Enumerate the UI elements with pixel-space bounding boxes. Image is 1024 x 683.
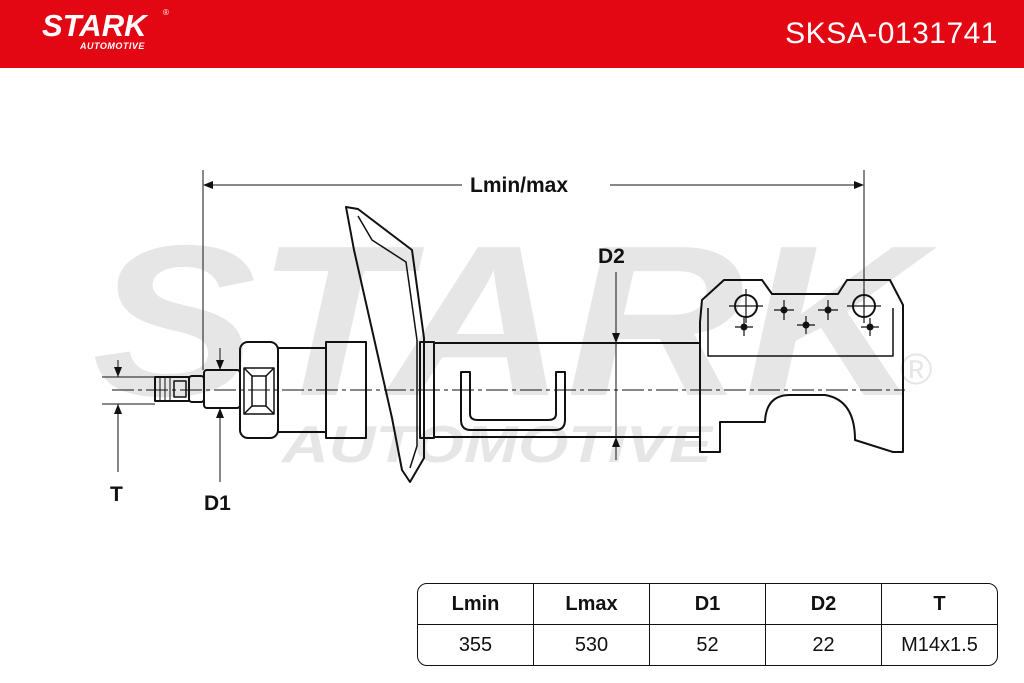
shock-absorber-drawing: STARK AUTOMOTIVE ®: [92, 170, 938, 515]
label-t: T: [110, 483, 123, 506]
spec-header-d2: D2: [766, 584, 882, 625]
spec-header-t: T: [882, 584, 997, 625]
spec-value-t: M14x1.5: [901, 633, 978, 656]
spec-value-lmax: 530: [534, 625, 650, 665]
watermark-registered: ®: [900, 345, 932, 394]
label-lmin-max: Lmin/max: [470, 174, 568, 197]
spec-value-row: 355 530 52 22 M14x1.5: [418, 625, 997, 665]
watermark-text: STARK: [92, 200, 938, 441]
spec-table: Lmin Lmax D1 D2 T 355 530 52 22 M14x1.5: [417, 583, 998, 666]
watermark: STARK AUTOMOTIVE ®: [92, 200, 938, 474]
hose-bracket: [460, 371, 566, 431]
brand-logo: STARK AUTOMOTIVE: [42, 10, 146, 51]
spec-header-row: Lmin Lmax D1 D2 T: [418, 584, 997, 625]
spec-value-d1: 52: [650, 625, 766, 665]
registered-mark: ®: [163, 8, 169, 17]
brand-name: STARK: [42, 8, 147, 43]
part-number: SKSA-0131741: [785, 17, 998, 50]
spec-value-lmin: 355: [418, 625, 534, 665]
label-d2: D2: [598, 245, 625, 268]
header-bar: STARK AUTOMOTIVE ® SKSA-0131741: [0, 0, 1024, 68]
watermark-sub: AUTOMOTIVE: [280, 416, 714, 474]
spec-header-lmin: Lmin: [418, 584, 534, 625]
spec-header-d1: D1: [650, 584, 766, 625]
spec-header-lmax: Lmax: [534, 584, 650, 625]
dimensions: [102, 170, 865, 482]
spring-seat: [345, 206, 425, 483]
brand-subtitle: AUTOMOTIVE: [80, 41, 145, 51]
label-d1: D1: [204, 492, 231, 515]
spec-value-d2: 22: [766, 625, 882, 665]
